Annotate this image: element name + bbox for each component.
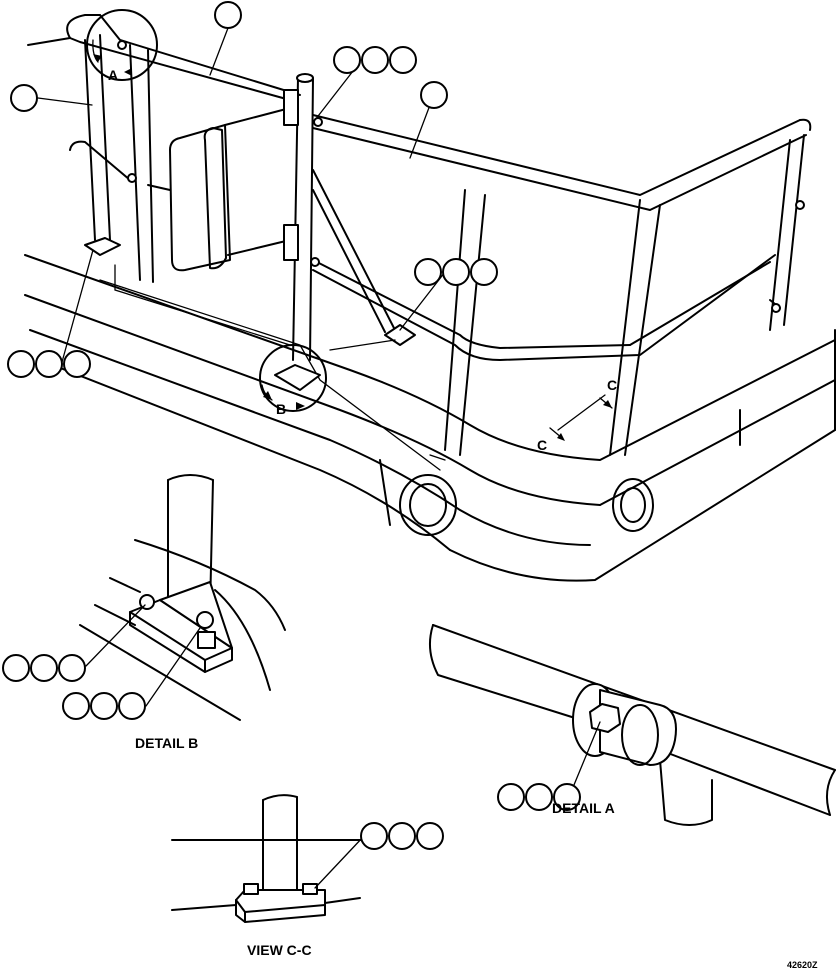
right-lamp <box>612 478 654 532</box>
detail-b-title: DETAIL B <box>135 735 198 751</box>
figure-number: 42620Z <box>787 960 818 970</box>
gate-panel <box>169 124 231 272</box>
left-lamp <box>399 474 457 536</box>
callout-right-rail <box>420 81 448 109</box>
callout-detail-b-lower <box>62 692 146 720</box>
platform-deck <box>24 37 836 582</box>
callout-left-post <box>10 84 38 112</box>
detail-b-bolt-left <box>139 594 155 610</box>
detail-a-marker: A <box>108 67 118 83</box>
callout-detail-b-upper <box>2 654 86 682</box>
main-assembly: A B C C <box>7 1 836 582</box>
leader-top-rail <box>209 27 229 76</box>
callout-detail-a-bolt <box>497 783 581 811</box>
leader-left-post <box>37 97 93 106</box>
callout-rear-bracket <box>414 258 498 286</box>
view-cc-title: VIEW C-C <box>247 942 312 958</box>
view-cc-bolt-right <box>302 883 318 895</box>
detail-a-title: DETAIL A <box>552 800 615 816</box>
detail-a-circle <box>86 9 158 81</box>
railing <box>66 14 812 456</box>
detail-b-marker: B <box>276 401 286 417</box>
callout-left-base <box>7 350 91 378</box>
detail-b-nut <box>197 631 216 649</box>
detail-a-bolt <box>589 703 621 733</box>
callout-top-rail <box>214 1 242 29</box>
section-c-right: C <box>607 377 617 393</box>
section-c-left: C <box>537 437 547 453</box>
view-cc: VIEW C-C <box>171 794 444 958</box>
detail-b-bolt-mid <box>196 611 214 629</box>
callout-view-cc-bolt <box>360 822 444 850</box>
upper-hinge <box>283 89 299 126</box>
leader-left-base <box>61 249 94 363</box>
view-cc-bolt-left <box>243 883 259 895</box>
detail-b: DETAIL B <box>2 474 286 751</box>
detail-a: DETAIL A <box>428 624 836 826</box>
callout-post-clamp <box>333 46 417 74</box>
detail-b-circle <box>259 344 327 412</box>
lower-hinge <box>283 224 299 261</box>
